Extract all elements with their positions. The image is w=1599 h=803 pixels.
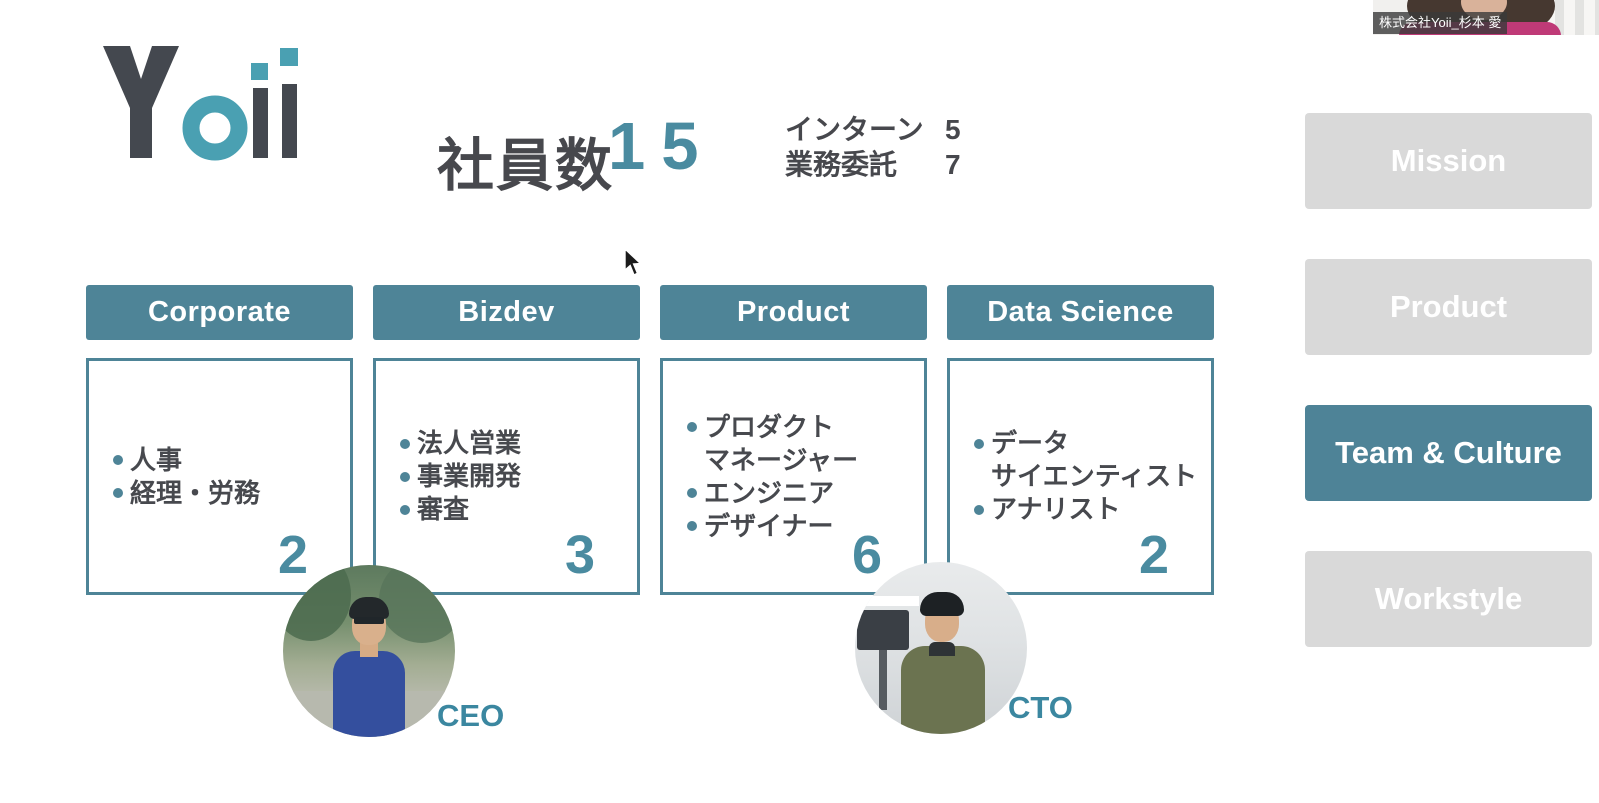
role-item: プロダクトマネージャー [687, 411, 918, 477]
role-text: 法人営業 [417, 428, 522, 458]
ceo-photo-torso [333, 651, 405, 737]
mouse-cursor [624, 249, 643, 276]
bullet-icon [687, 488, 697, 498]
ceo-photo-glasses [354, 617, 384, 624]
department-role-list: データサイエンティストアナリスト [974, 427, 1205, 526]
ceo-photo-tree [283, 565, 351, 641]
cto-label: CTO [1008, 690, 1073, 725]
department-headcount: 6 [851, 525, 882, 585]
department-name: Data Science [987, 296, 1174, 328]
department-role-list: プロダクトマネージャーエンジニアデザイナー [687, 411, 918, 543]
department-role-list: 法人営業事業開発審査 [400, 427, 631, 526]
role-text: 事業開発 [417, 461, 522, 491]
participant-video-thumbnail[interactable]: 株式会社Yoii_杉本 愛 [1373, 0, 1599, 35]
contractor-label: 業務委託 [785, 149, 898, 180]
role-text: 審査 [417, 494, 470, 524]
employee-count-label: 社員数 [437, 134, 614, 198]
cto-photo-torso [901, 646, 985, 734]
role-text: エンジニア [704, 477, 835, 508]
departments: Corporate 人事経理・労務 2 Bizdev 法人営業事業開発審査 3 … [86, 285, 1214, 595]
logo-letter-i2-stem [282, 84, 297, 158]
role-item: 審査 [400, 493, 631, 526]
logo-letter-i1-stem [253, 88, 268, 158]
bullet-icon [113, 455, 123, 465]
role-item: 人事 [113, 444, 344, 477]
cto-photo-hair [920, 592, 964, 616]
bullet-icon [974, 438, 984, 449]
bullet-icon [400, 504, 410, 515]
ceo-photo-hair [349, 597, 389, 619]
cto-photo-collar [929, 642, 955, 656]
role-item: エンジニア [687, 477, 918, 510]
section-nav: Mission Product Team & Culture Workstyle [1305, 113, 1592, 647]
nav-button-product[interactable]: Product [1305, 259, 1592, 355]
bullet-icon [687, 521, 697, 531]
nav-button-workstyle[interactable]: Workstyle [1305, 551, 1592, 647]
cto-photo-monitor [857, 610, 909, 650]
supplement-counts: インターン 5 業務委託 7 [785, 112, 975, 182]
department-column: Corporate 人事経理・労務 2 [86, 285, 353, 595]
bullet-icon [400, 471, 410, 482]
role-text: デザイナー [704, 510, 834, 541]
department-column: Data Science データサイエンティストアナリスト 2 [947, 285, 1214, 595]
role-text: 人事 [130, 444, 183, 475]
bullet-icon [400, 438, 410, 449]
cto-photo [855, 562, 1027, 734]
role-text: サイエンティスト [991, 461, 1198, 491]
yoii-logo [103, 46, 298, 161]
role-text: 経理・労務 [130, 477, 261, 508]
department-header: Product [660, 285, 927, 340]
logo-letter-y [103, 46, 179, 158]
department-box: プロダクトマネージャーエンジニアデザイナー 6 [660, 358, 927, 595]
contractor-value: 7 [945, 149, 961, 180]
intern-value: 5 [945, 114, 961, 145]
role-item: 事業開発 [400, 460, 631, 493]
ceo-photo [283, 565, 455, 737]
role-text: マネージャー [704, 444, 859, 475]
department-headcount: 3 [564, 525, 595, 585]
logo-letter-o [182, 95, 248, 161]
role-item: データサイエンティスト [974, 427, 1205, 493]
nav-button-mission[interactable]: Mission [1305, 113, 1592, 209]
bullet-icon [974, 504, 984, 515]
logo-letter-i2-dot [280, 48, 298, 66]
ceo-photo-neck [360, 641, 378, 657]
department-headcount: 2 [1138, 525, 1169, 585]
department-header: Data Science [947, 285, 1214, 340]
department-name: Product [736, 296, 851, 328]
bullet-icon [113, 488, 123, 498]
participant-name-label: 株式会社Yoii_杉本 愛 [1373, 12, 1508, 34]
department-name: Corporate [147, 296, 292, 328]
role-item: アナリスト [974, 493, 1205, 526]
role-text: データ [991, 428, 1070, 458]
department-column: Bizdev 法人営業事業開発審査 3 [373, 285, 640, 595]
department-box: 法人営業事業開発審査 3 [373, 358, 640, 595]
ceo-photo-tree [379, 565, 455, 643]
nav-button-team-culture[interactable]: Team & Culture [1305, 405, 1592, 501]
cto-photo-stand [879, 650, 887, 710]
employee-count-value: 15 [608, 109, 715, 184]
intern-label: インターン [785, 114, 924, 145]
ceo-label: CEO [437, 698, 505, 733]
intern-count-row: インターン 5 [785, 112, 975, 147]
role-text: プロダクト [704, 411, 835, 442]
department-box: データサイエンティストアナリスト 2 [947, 358, 1214, 595]
role-item: 法人営業 [400, 427, 631, 460]
bullet-icon [687, 422, 697, 432]
role-item: 経理・労務 [113, 477, 344, 510]
logo-letter-i1-dot [251, 63, 268, 80]
department-header: Bizdev [373, 285, 640, 340]
cto-photo-shelf [855, 596, 919, 606]
department-column: Product プロダクトマネージャーエンジニアデザイナー 6 [660, 285, 927, 595]
department-header: Corporate [86, 285, 353, 340]
contractor-count-row: 業務委託 7 [785, 147, 975, 182]
department-role-list: 人事経理・労務 [113, 444, 344, 510]
role-text: アナリスト [991, 494, 1121, 524]
role-item: デザイナー [687, 510, 918, 543]
department-box: 人事経理・労務 2 [86, 358, 353, 595]
department-name: Bizdev [458, 296, 555, 328]
